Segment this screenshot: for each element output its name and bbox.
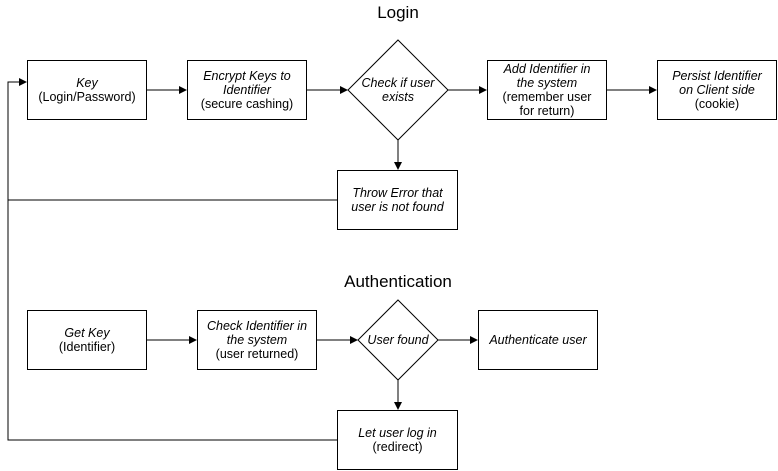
login-encrypt-node: Encrypt Keys to Identifier (secure cashi… [187, 60, 307, 120]
edge-letlogin-loop [7, 200, 337, 441]
auth-letlogin-line2: (redirect) [372, 440, 423, 454]
login-persist-node: Persist Identifier on Client side (cooki… [657, 60, 777, 120]
login-persist-line2: on Client side [679, 83, 755, 97]
login-check-line1: Check if user [361, 76, 435, 90]
auth-check-node: Check Identifier in the system (user ret… [197, 310, 317, 370]
login-check-node: Check if user exists [348, 40, 448, 140]
auth-check-line2: the system [226, 333, 288, 347]
login-persist-line3: (cookie) [694, 97, 740, 111]
auth-check-line1: Check Identifier in [206, 319, 308, 333]
login-check-line2: exists [382, 90, 414, 104]
login-error-line2: user is not found [351, 200, 444, 214]
authentication-title: Authentication [344, 272, 452, 291]
auth-found-node: User found [358, 300, 438, 380]
login-encrypt-line1: Encrypt Keys to [203, 69, 291, 83]
login-title: Login [377, 3, 419, 22]
login-add-line3: (remember user [502, 90, 592, 104]
login-encrypt-line2: Identifier [223, 83, 271, 97]
auth-getkey-line2: (Identifier) [58, 340, 116, 354]
login-encrypt-line3: (secure cashing) [200, 97, 294, 111]
auth-found-line1: User found [367, 333, 429, 347]
login-error-line1: Throw Error that [352, 186, 443, 200]
login-key-line1: Key [76, 76, 98, 90]
edge-error-loop-to-key [7, 78, 337, 201]
auth-check-line3: (user returned) [215, 347, 299, 361]
login-add-node: Add Identifier in the system (remember u… [487, 60, 607, 120]
login-add-line2: the system [516, 76, 578, 90]
auth-letlogin-line1: Let user log in [358, 426, 437, 440]
login-key-line2: (Login/Password) [38, 90, 136, 104]
auth-getkey-node: Get Key (Identifier) [27, 310, 147, 370]
auth-letlogin-node: Let user log in (redirect) [337, 410, 458, 470]
login-key-node: Key (Login/Password) [27, 60, 147, 120]
login-persist-line1: Persist Identifier [672, 69, 762, 83]
auth-getkey-line1: Get Key [64, 326, 110, 340]
login-add-line1: Add Identifier in [503, 62, 591, 76]
auth-authenticate-line1: Authenticate user [489, 333, 587, 347]
login-add-line4: for return) [519, 104, 575, 118]
auth-authenticate-node: Authenticate user [478, 310, 598, 370]
login-error-node: Throw Error that user is not found [337, 170, 458, 230]
